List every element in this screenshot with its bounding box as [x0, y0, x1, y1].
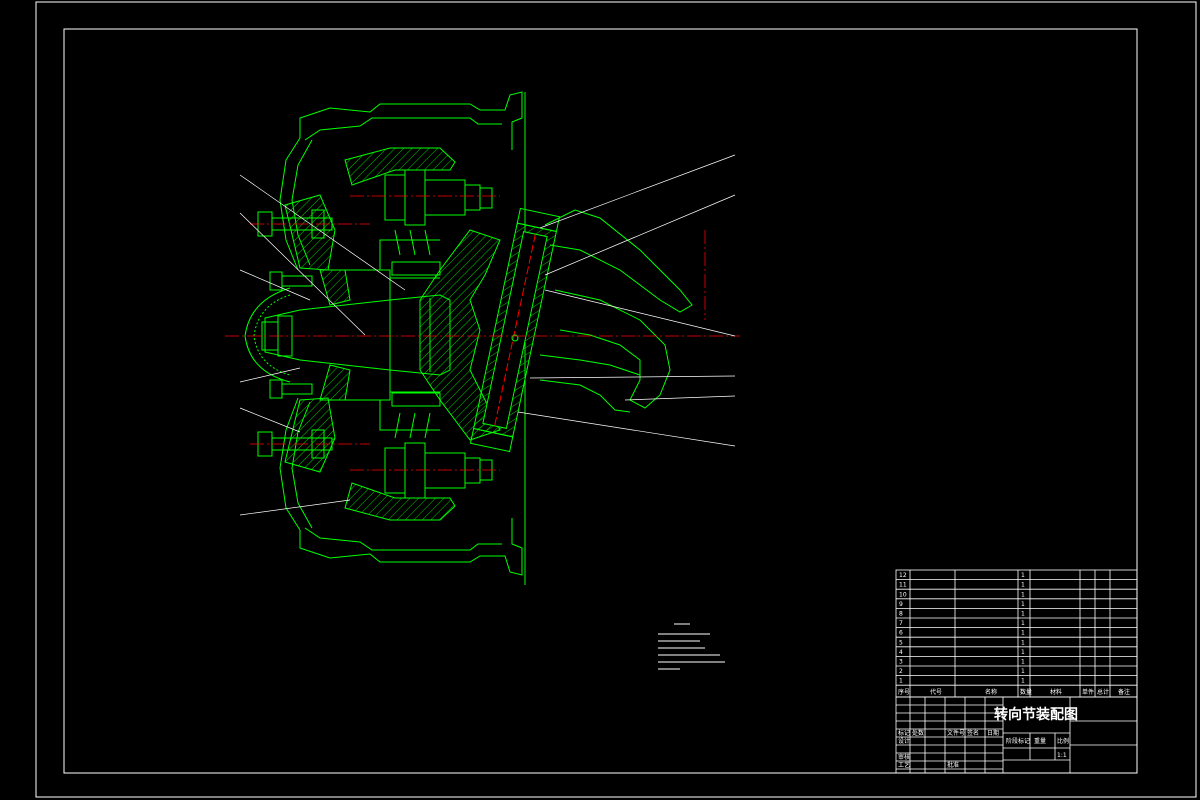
parts-header-cell: 名称	[985, 688, 997, 696]
parts-row-qty: 1	[1021, 668, 1025, 675]
kingpin-center	[511, 334, 519, 342]
parts-row-number: 11	[899, 582, 907, 589]
parts-header-cell: 材料	[1050, 688, 1062, 696]
hub-inner-top	[319, 269, 351, 306]
tb-label-mark: 标记	[898, 729, 910, 737]
tb-label-stage: 阶段标记	[1006, 737, 1030, 745]
parts-row-qty: 1	[1021, 572, 1025, 579]
parts-row-qty: 1	[1021, 639, 1025, 646]
parts-row-qty: 1	[1021, 678, 1025, 685]
parts-header-cell: 代号	[930, 688, 942, 696]
parts-row-number: 10	[899, 591, 907, 598]
parts-row-number: 6	[899, 630, 903, 637]
parts-row-qty: 1	[1021, 659, 1025, 666]
wheel-rim-top	[299, 91, 523, 150]
spindle	[264, 294, 451, 376]
tb-label-process: 工艺	[898, 761, 910, 769]
parts-row-number: 12	[899, 572, 907, 579]
parts-header-cell: 备注	[1118, 688, 1130, 696]
tb-label-design: 设计	[898, 737, 910, 745]
drawing-title: 转向节装配图	[994, 706, 1078, 723]
parts-row-qty: 1	[1021, 649, 1025, 656]
parts-row-number: 9	[899, 601, 903, 608]
parts-row-number: 8	[899, 611, 903, 618]
kingpin-housing	[469, 207, 561, 453]
knuckle-body	[419, 229, 501, 441]
parts-row-qty: 1	[1021, 620, 1025, 627]
tb-scale-value: 1:1	[1057, 752, 1067, 759]
brake-drum-bottom	[344, 482, 456, 521]
hub-inner-bottom	[319, 364, 351, 401]
tb-label-review: 审核	[898, 753, 910, 761]
parts-row-qty: 1	[1021, 601, 1025, 608]
parts-row-number: 1	[899, 678, 903, 685]
tb-label-approve: 批准	[947, 761, 959, 769]
leader-lines	[239, 154, 736, 516]
parts-header-cell: 数量	[1020, 688, 1032, 696]
parts-list-table	[895, 569, 1138, 698]
tb-label-date: 日期	[987, 729, 999, 737]
knuckle-assembly-drawing	[244, 91, 693, 585]
wheel-rim-bottom	[299, 518, 523, 576]
wheel-disc	[279, 137, 301, 531]
parts-header-cell: 单件	[1082, 688, 1094, 696]
parts-row-qty: 1	[1021, 630, 1025, 637]
tb-label-weight: 重量	[1034, 737, 1046, 745]
brake-drum-top	[344, 147, 456, 186]
technical-notes	[658, 623, 725, 670]
tb-label-file-no: 文件号	[947, 729, 965, 737]
caliper-bolt-top	[384, 169, 493, 276]
caliper-bolt-bottom	[384, 392, 493, 499]
hub-flange-top	[284, 194, 336, 271]
parts-row-qty: 1	[1021, 611, 1025, 618]
parts-row-number: 5	[899, 639, 903, 646]
centerlines	[225, 195, 740, 471]
title-block	[895, 696, 1138, 774]
parts-header-cell: 总计	[1097, 688, 1109, 696]
tb-label-count: 处数	[912, 729, 924, 737]
hub-cap	[244, 287, 291, 383]
tb-label-sign: 签名	[967, 729, 979, 737]
tb-label-scale: 比例	[1057, 737, 1069, 745]
steering-arm-upper	[544, 209, 693, 313]
parts-row-qty: 1	[1021, 582, 1025, 589]
parts-header-cell: 序号	[898, 688, 910, 696]
inner-frame	[63, 28, 1138, 774]
parts-row-number: 4	[899, 649, 903, 656]
parts-row-qty: 1	[1021, 591, 1025, 598]
parts-row-number: 3	[899, 659, 903, 666]
parts-row-number: 7	[899, 620, 903, 627]
parts-row-number: 2	[899, 668, 903, 675]
bearing-bolt-lower	[269, 379, 313, 399]
outer-frame	[35, 1, 1197, 798]
bearing-bolt-upper	[269, 271, 313, 291]
hub-flange-bottom	[284, 397, 336, 473]
